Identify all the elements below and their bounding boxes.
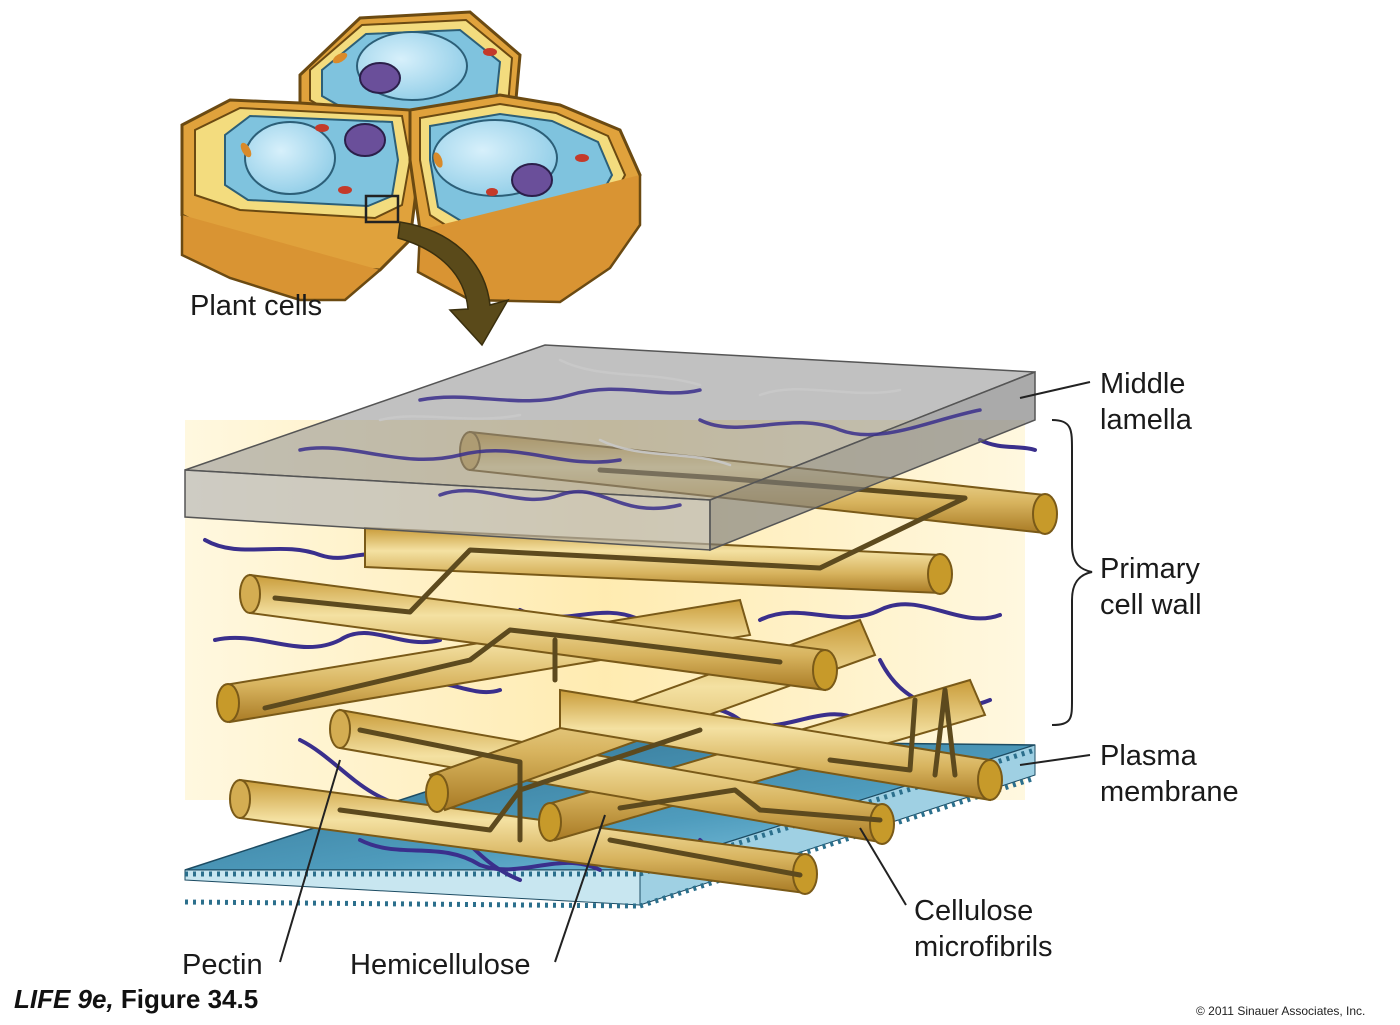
copyright: © 2011 Sinauer Associates, Inc. (1196, 1004, 1366, 1018)
credit-figure: Figure 34.5 (113, 984, 259, 1014)
zoom-arrow-icon (397, 221, 510, 347)
primary-wall-bracket (1051, 419, 1093, 726)
leader-middle-lamella (1019, 381, 1091, 399)
figure-credit: LIFE 9e, Figure 34.5 (14, 984, 258, 1015)
leader-pectin (279, 759, 341, 963)
microfibril (559, 688, 1003, 802)
leader-hemicellulose (554, 814, 606, 963)
zoom-box (364, 194, 400, 224)
leader-plasma-membrane (1019, 754, 1091, 766)
plant-cell-left (180, 98, 422, 302)
label-plasma-membrane: Plasma membrane (1100, 740, 1239, 808)
label-hemicellulose: Hemicellulose (350, 949, 531, 981)
label-cellulose-microfibrils: Cellulose microfibrils (914, 895, 1053, 963)
credit-book: LIFE 9e, (14, 984, 114, 1014)
label-middle-lamella: Middle lamella (1100, 368, 1192, 436)
cell-wall-block (184, 344, 1093, 963)
plant-cell-right (408, 93, 642, 304)
label-primary-cell-wall: Primary cell wall (1100, 553, 1202, 621)
label-pectin: Pectin (182, 949, 263, 981)
leader-cellulose (859, 827, 907, 906)
label-plant-cells: Plant cells (190, 290, 323, 322)
microfibril (329, 708, 895, 845)
middle-lamella (184, 344, 1036, 552)
plant-cells-illustration (180, 10, 642, 347)
